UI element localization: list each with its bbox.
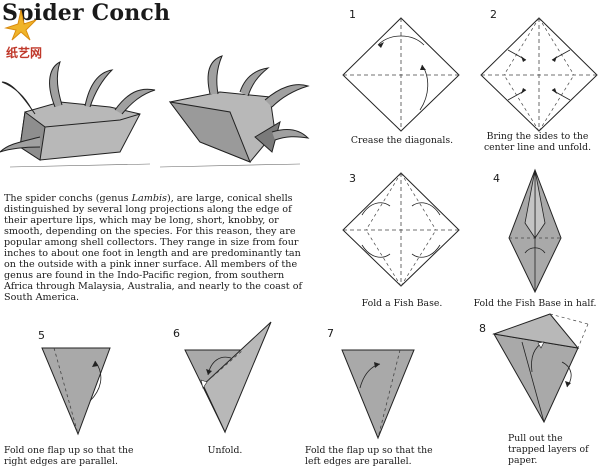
step-7-number: 7 [327, 327, 334, 340]
step-4-caption: Fold the Fish Base in half. [473, 298, 597, 309]
step-3-number: 3 [349, 172, 356, 185]
step-6-number: 6 [173, 327, 180, 340]
finished-model-side [159, 55, 310, 168]
intro-paragraph: The spider conchs (genus Lambis), are la… [4, 193, 312, 303]
step-8-number: 8 [479, 322, 486, 335]
step-4-number: 4 [493, 172, 500, 185]
step-1-caption: Crease the diagonals. [350, 135, 454, 146]
step-1-diagram [342, 17, 460, 132]
step-7-diagram [341, 349, 415, 440]
step-1-number: 1 [349, 8, 356, 21]
step-3-diagram [342, 172, 460, 287]
watermark-text: 纸艺网 [6, 46, 43, 60]
step-8-diagram [492, 313, 589, 424]
intro-text-body: ), are large, conical shells distinguish… [4, 193, 303, 303]
step-7-caption: Fold the flap up so that the left edges … [305, 445, 433, 467]
step-2-diagram [480, 17, 598, 132]
origami-crane-logo [4, 9, 37, 41]
genus-name: Lambis [131, 193, 167, 204]
step-4-diagram [508, 168, 562, 294]
step-6-diagram [184, 321, 272, 434]
step-3-caption: Fold a Fish Base. [361, 298, 443, 309]
step-2-number: 2 [490, 8, 497, 21]
step-5-diagram [41, 347, 111, 436]
step-8-caption: Pull out the trapped layers of paper. [508, 433, 589, 466]
step-5-caption: Fold one flap up so that the right edges… [4, 445, 134, 467]
finished-model-front [0, 61, 156, 168]
intro-text-start: The spider conchs (genus [4, 193, 132, 204]
step-2-caption: Bring the sides to the center line and u… [483, 131, 592, 153]
step-6-caption: Unfold. [207, 445, 243, 456]
step-5-number: 5 [38, 329, 45, 342]
